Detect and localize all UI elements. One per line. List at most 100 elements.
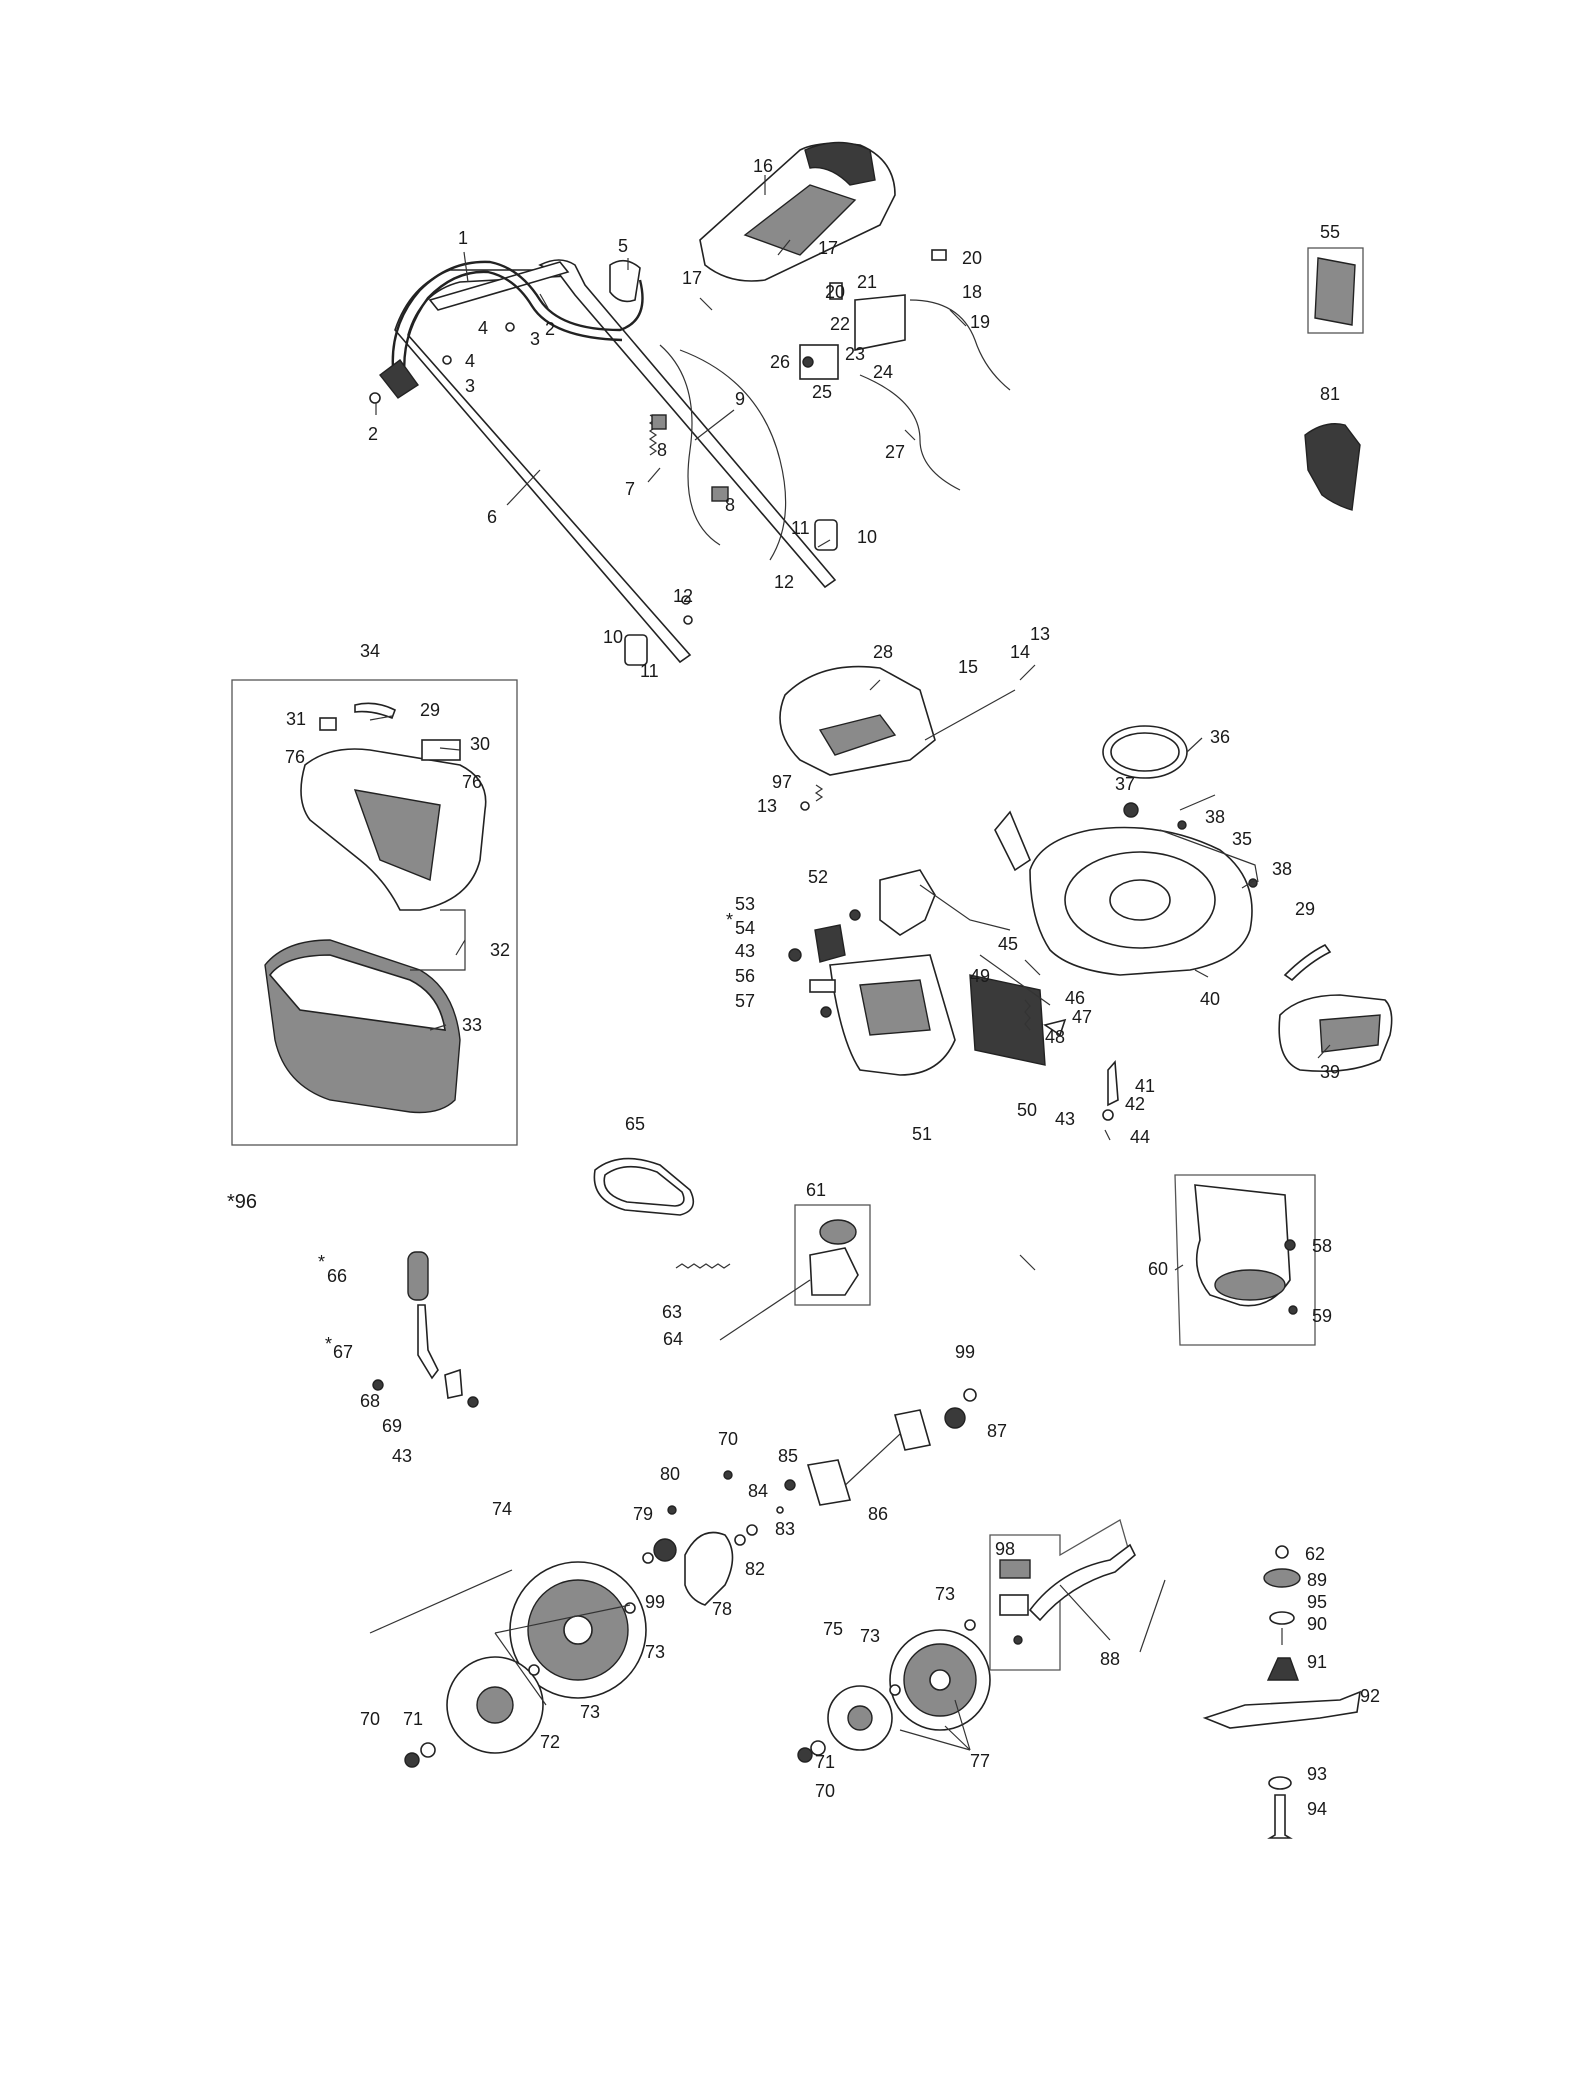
callout-12b[interactable]: 12	[673, 586, 693, 606]
callout-70b[interactable]: 70	[360, 1709, 380, 1729]
callout-44[interactable]: 44	[1130, 1127, 1150, 1147]
callout-68[interactable]: 68	[360, 1391, 380, 1411]
callout-35[interactable]: 35	[1232, 829, 1252, 849]
lower-handle-left[interactable]	[394, 269, 692, 664]
callout-5[interactable]: 5	[618, 236, 628, 256]
callout-28[interactable]: 28	[873, 642, 893, 662]
screw-68[interactable]	[372, 1379, 384, 1391]
pin-45[interactable]	[1024, 959, 1041, 976]
washer-71b[interactable]	[810, 1740, 826, 1756]
cable-19[interactable]	[909, 299, 1011, 391]
washer-83[interactable]	[746, 1524, 758, 1536]
screw-17a[interactable]	[699, 297, 713, 311]
cable-clip-8a[interactable]	[651, 414, 667, 430]
lower-handle-right[interactable]	[538, 259, 837, 589]
callout-38b[interactable]: 38	[1272, 859, 1292, 879]
adjuster-kit-98[interactable]	[999, 1559, 1031, 1579]
key-20b[interactable]	[931, 249, 947, 261]
callout-58[interactable]: 58	[1312, 1236, 1332, 1256]
spring-48[interactable]	[1024, 999, 1031, 1031]
washer-4a[interactable]	[505, 322, 515, 332]
callout-74[interactable]: 74	[492, 1499, 512, 1519]
lever-67[interactable]	[417, 1304, 439, 1380]
frame-32[interactable]	[410, 909, 466, 971]
callout-21[interactable]: 21	[857, 272, 877, 292]
callout-11a[interactable]: 11	[791, 518, 810, 538]
bail-cable[interactable]	[391, 260, 644, 386]
callout-76b[interactable]: 76	[462, 772, 482, 792]
callout-75[interactable]: 75	[823, 1619, 843, 1639]
bushing-73d[interactable]	[889, 1684, 901, 1696]
callout-70c[interactable]: 70	[815, 1781, 835, 1801]
wheel-disc-78[interactable]	[684, 1531, 734, 1606]
callout-69[interactable]: 69	[382, 1416, 402, 1436]
nut-26[interactable]	[802, 356, 814, 368]
clip-46[interactable]	[1043, 1018, 1067, 1037]
gear-87[interactable]	[944, 1407, 966, 1429]
callout-4b[interactable]: 4	[465, 351, 475, 371]
callout-81[interactable]: 81	[1320, 384, 1340, 404]
rod-15[interactable]	[924, 689, 1016, 741]
callout-53[interactable]: 53	[735, 894, 755, 914]
callout-12a[interactable]: 12	[774, 572, 794, 592]
pin-84[interactable]	[776, 1506, 784, 1514]
callout-76a[interactable]: 76	[285, 747, 305, 767]
screw-80[interactable]	[667, 1505, 677, 1515]
callout-78[interactable]: 78	[712, 1599, 732, 1619]
callout-31[interactable]: 31	[286, 709, 306, 729]
callout-19[interactable]: 19	[970, 312, 990, 332]
callout-3a[interactable]: 3	[530, 329, 540, 349]
callout-97[interactable]: 97	[772, 772, 792, 792]
callout-7[interactable]: 7	[625, 479, 635, 499]
callout-17a[interactable]: 17	[682, 268, 702, 288]
nut-43a[interactable]	[788, 948, 802, 962]
callout-64[interactable]: 64	[663, 1329, 683, 1349]
callout-94[interactable]: 94	[1307, 1799, 1327, 1819]
callout-13b[interactable]: 13	[757, 796, 777, 816]
bushing-73b[interactable]	[528, 1664, 540, 1676]
callout-93[interactable]: 93	[1307, 1764, 1327, 1784]
screw-85[interactable]	[784, 1479, 796, 1491]
callout-46[interactable]: 46	[1065, 988, 1085, 1008]
pin-44[interactable]	[1104, 1129, 1111, 1141]
callout-29b[interactable]: 29	[1295, 899, 1315, 919]
handle-knob[interactable]	[609, 259, 641, 303]
callout-29a[interactable]: 29	[420, 700, 440, 720]
handle-grip[interactable]	[379, 359, 419, 399]
callout-42[interactable]: 42	[1125, 1094, 1145, 1114]
callout-10b[interactable]: 10	[603, 627, 623, 647]
callout-24[interactable]: 24	[873, 362, 893, 382]
key-20a[interactable]	[829, 282, 843, 300]
callout-33[interactable]: 33	[462, 1015, 482, 1035]
callout-1[interactable]: 1	[458, 228, 468, 248]
nut-70b[interactable]	[797, 1747, 813, 1763]
nut-70a[interactable]	[404, 1752, 420, 1768]
gear-79[interactable]	[653, 1538, 677, 1562]
screw-12a[interactable]	[681, 595, 691, 605]
callout-15[interactable]: 15	[958, 657, 978, 677]
callout-37[interactable]: 37	[1115, 774, 1135, 794]
deck-bracket-35[interactable]	[1159, 829, 1259, 883]
pin-56[interactable]	[809, 979, 836, 993]
callout-98[interactable]: 98	[995, 1539, 1015, 1559]
bushing-73a[interactable]	[624, 1602, 636, 1614]
callout-99a[interactable]: 99	[955, 1342, 975, 1362]
adjuster-plate[interactable]	[999, 1594, 1029, 1616]
callout-11b[interactable]: 11	[640, 661, 659, 681]
adapter-91[interactable]	[1266, 1657, 1299, 1681]
bolt-94[interactable]	[1267, 1794, 1293, 1839]
callout-8a[interactable]: 8	[657, 440, 667, 460]
callout-34[interactable]: 34	[360, 641, 380, 661]
spring-97[interactable]	[814, 784, 824, 802]
nut-37[interactable]	[1123, 802, 1139, 818]
callout-10a[interactable]: 10	[857, 527, 877, 547]
axle-bracket-top[interactable]	[893, 1409, 932, 1451]
callout-56[interactable]: 56	[735, 966, 755, 986]
callout-51[interactable]: 51	[912, 1124, 932, 1144]
callout-22[interactable]: 22	[830, 314, 850, 334]
callout-62[interactable]: 62	[1305, 1544, 1325, 1564]
screw-12b[interactable]	[683, 615, 693, 625]
callout-13a[interactable]: 13	[1030, 624, 1050, 644]
callout-77[interactable]: 77	[970, 1751, 990, 1771]
callout-59[interactable]: 59	[1312, 1306, 1332, 1326]
